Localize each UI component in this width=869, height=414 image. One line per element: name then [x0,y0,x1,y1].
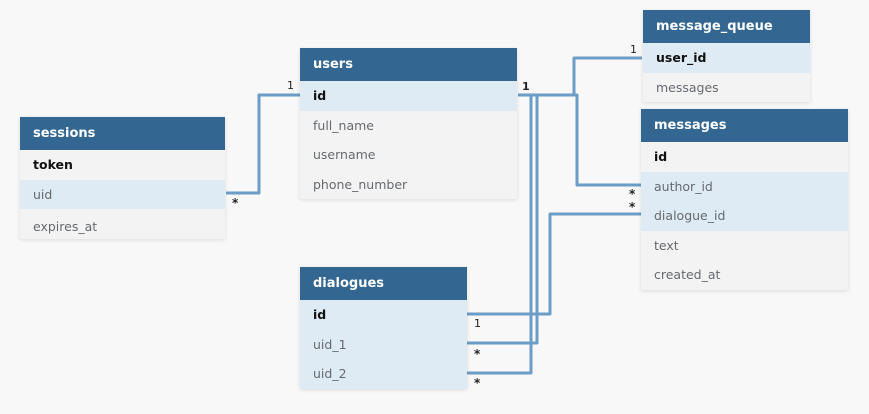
relation-users-dialogues-uid2[interactable] [467,93,533,375]
table-users-header[interactable]: users [300,48,517,81]
table-users[interactable]: users id full_name username phone_number [300,48,517,199]
column-messages[interactable]: messages [643,72,810,102]
table-messages-header[interactable]: messages [641,109,848,142]
column-uid[interactable]: uid [20,179,225,209]
column-author-id[interactable]: author_id [641,171,848,201]
column-id[interactable]: id [300,81,517,111]
table-messages[interactable]: messages id author_id dialogue_id text c… [641,109,848,290]
table-sessions-header[interactable]: sessions [20,117,225,150]
column-text[interactable]: text [641,230,848,260]
table-dialogues-header[interactable]: dialogues [300,267,467,300]
table-message-queue-header[interactable]: message_queue [643,10,810,43]
column-expires-at[interactable]: expires_at [20,209,225,239]
column-id[interactable]: id [300,300,467,330]
card-users-right: 1 [522,80,530,93]
card-message-queue: 1 [630,43,637,56]
relation-dialogues-messages[interactable] [467,212,642,316]
column-token[interactable]: token [20,150,225,180]
column-uid-1[interactable]: uid_1 [300,329,467,359]
column-username[interactable]: username [300,140,517,170]
column-uid-2[interactable]: uid_2 [300,359,467,389]
card-users-sessions: 1 [287,79,294,92]
relation-users-messages-author[interactable] [518,93,642,187]
relation-users-message-queue[interactable] [518,56,642,97]
column-user-id[interactable]: user_id [643,43,810,73]
relation-sessions-users[interactable] [226,93,300,195]
card-messages-author: * [629,187,636,201]
column-phone-number[interactable]: phone_number [300,169,517,199]
column-full-name[interactable]: full_name [300,110,517,140]
column-created-at[interactable]: created_at [641,260,848,290]
card-dialogues-uid2: * [474,376,481,390]
card-dialogues-uid1: * [474,347,481,361]
card-sessions-uid: * [232,196,239,210]
card-dialogues-id: 1 [474,317,481,330]
column-id[interactable]: id [641,142,848,172]
card-messages-dialogue: * [629,200,636,214]
table-sessions[interactable]: sessions token uid expires_at [20,117,225,239]
column-dialogue-id[interactable]: dialogue_id [641,201,848,231]
table-message-queue[interactable]: message_queue user_id messages [643,10,810,102]
table-dialogues[interactable]: dialogues id uid_1 uid_2 [300,267,467,389]
